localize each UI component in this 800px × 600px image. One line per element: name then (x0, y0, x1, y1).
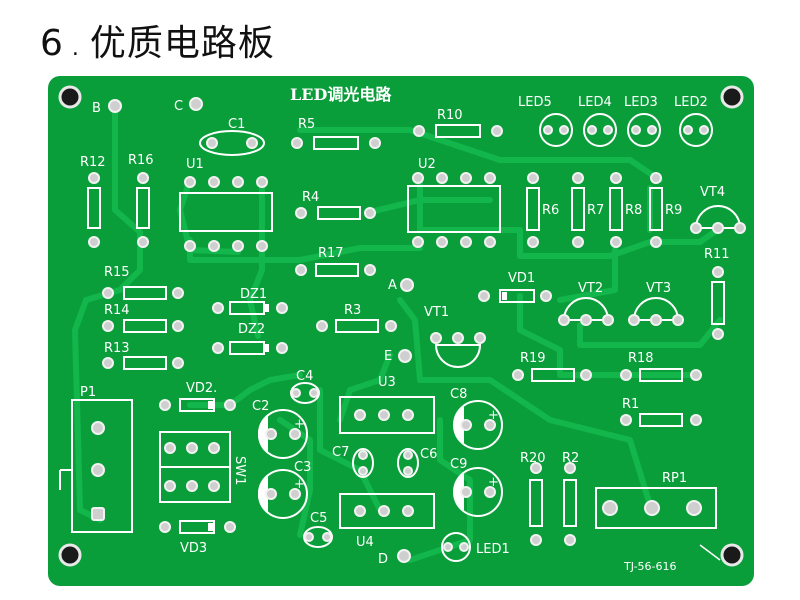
label-C7: C7 (332, 445, 349, 460)
polarity-marks (208, 292, 507, 531)
pcb-board (48, 76, 754, 586)
svg-text:+: + (488, 475, 499, 490)
label-VD3: VD3 (180, 541, 207, 556)
label-R18: R18 (628, 351, 654, 366)
label-VD1: VD1 (508, 271, 535, 286)
label-SW1: SW1 (232, 456, 247, 485)
label-R15: R15 (104, 265, 130, 280)
label-D: D (378, 552, 388, 567)
label-U1: U1 (186, 157, 204, 172)
capacitor-plus-marks: + + + + (294, 408, 499, 492)
board-code: TJ-56-616 (623, 560, 677, 573)
silkscreen-outlines (59, 113, 742, 562)
label-C6: C6 (420, 447, 437, 462)
label-P1: P1 (80, 385, 96, 400)
label-R5: R5 (298, 117, 315, 132)
svg-text:+: + (488, 408, 499, 423)
label-R20: R20 (520, 451, 546, 466)
label-E: E (384, 349, 392, 364)
label-VT3: VT3 (646, 281, 671, 296)
label-VT2: VT2 (578, 281, 603, 296)
label-R17: R17 (318, 246, 344, 261)
label-R1: R1 (622, 397, 639, 412)
label-U2: U2 (418, 157, 436, 172)
label-C3: C3 (294, 460, 311, 475)
label-C5: C5 (310, 511, 327, 526)
label-C2: C2 (252, 399, 269, 414)
page-heading: 6. 优质电路板 (40, 14, 275, 66)
silkscreen-labels: LED调光电路 B C C1 R5 R10 LED5 LED4 LED3 LED… (80, 85, 730, 573)
label-C1: C1 (228, 117, 245, 132)
label-VD2: VD2. (186, 381, 217, 396)
label-R19: R19 (520, 351, 546, 366)
svg-text:+: + (294, 477, 305, 492)
label-C9: C9 (450, 457, 467, 472)
copper-traces (72, 103, 723, 563)
label-B: B (92, 101, 101, 116)
label-R3: R3 (344, 303, 361, 318)
solder-pads (88, 97, 746, 563)
svg-text:+: + (294, 417, 305, 432)
label-A: A (388, 278, 397, 293)
label-R11: R11 (704, 247, 730, 262)
label-C4: C4 (296, 369, 313, 384)
label-R2: R2 (562, 451, 579, 466)
label-RP1: RP1 (662, 471, 687, 486)
label-DZ2: DZ2 (238, 322, 265, 337)
label-C8: C8 (450, 387, 467, 402)
label-C: C (174, 99, 183, 114)
mounting-holes (58, 85, 744, 567)
label-LED4: LED4 (578, 95, 612, 110)
label-R10: R10 (437, 108, 463, 123)
label-R8: R8 (625, 203, 642, 218)
label-LED2: LED2 (674, 95, 708, 110)
heading-number: 6 (40, 23, 64, 64)
label-LED3: LED3 (624, 95, 658, 110)
label-R7: R7 (587, 203, 604, 218)
label-U4: U4 (356, 535, 374, 550)
label-LED1: LED1 (476, 542, 510, 557)
label-R9: R9 (665, 203, 682, 218)
label-LED5: LED5 (518, 95, 552, 110)
label-R14: R14 (104, 303, 130, 318)
label-R16: R16 (128, 153, 154, 168)
board-title: LED调光电路 (290, 85, 392, 104)
label-VT1: VT1 (424, 305, 449, 320)
heading-title: 优质电路板 (89, 23, 275, 64)
label-R13: R13 (104, 341, 130, 356)
label-R4: R4 (302, 190, 319, 205)
label-U3: U3 (378, 375, 396, 390)
heading-separator: . (71, 36, 80, 61)
label-VT4: VT4 (700, 185, 725, 200)
label-R12: R12 (80, 155, 106, 170)
label-DZ1: DZ1 (240, 287, 267, 302)
code-leader-line (699, 544, 721, 561)
label-R6: R6 (542, 203, 559, 218)
